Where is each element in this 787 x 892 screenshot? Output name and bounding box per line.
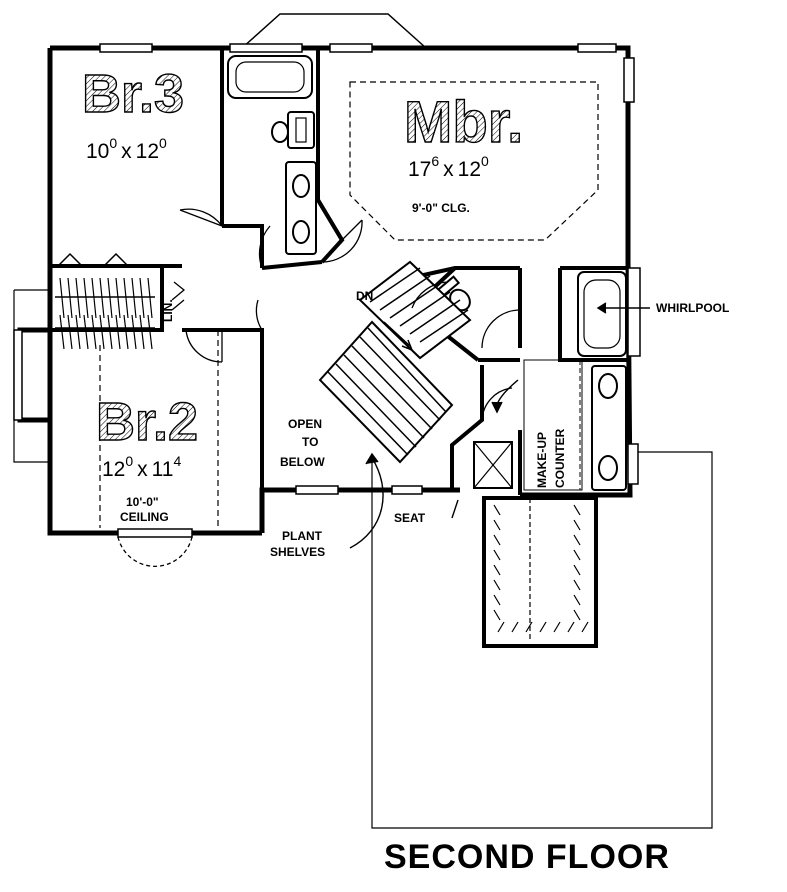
hall-bath-fixtures — [227, 55, 317, 255]
closets — [55, 252, 598, 648]
bay-window-br2 — [117, 536, 193, 567]
bay-window-top — [241, 13, 427, 49]
door-swings — [171, 208, 521, 421]
linen-label: LIN. — [161, 299, 175, 322]
open-label-2: TO — [302, 435, 318, 449]
seat-label: SEAT — [394, 511, 426, 525]
mbr-ceiling: 9'-0" CLG. — [412, 201, 470, 215]
windows — [13, 43, 641, 538]
makeup-counter-area — [473, 359, 583, 491]
open-label-3: BELOW — [280, 455, 325, 469]
plant-label-1: PLANT — [282, 529, 323, 543]
master-bath-fixtures — [436, 271, 627, 491]
whirlpool-label: WHIRLPOOL — [656, 301, 729, 315]
counter-label-2: COUNTER — [553, 428, 567, 488]
stairway — [318, 260, 472, 464]
leader-arrows — [349, 302, 650, 549]
br2-name: Br.2 — [96, 392, 198, 452]
br2-ceiling-line2: CEILING — [120, 510, 169, 524]
mbr-ceiling-outline — [349, 81, 599, 241]
br2-ceiling-line1: 10'-0" — [126, 495, 159, 509]
open-label-1: OPEN — [288, 417, 322, 431]
counter-label-1: MAKE-UP — [535, 432, 549, 488]
br3-name: Br.3 — [82, 64, 184, 124]
mbr-name: Mbr. — [404, 90, 523, 155]
plan-title: SECOND FLOOR — [384, 838, 670, 876]
plant-label-2: SHELVES — [270, 545, 325, 559]
down-label: DN — [356, 289, 373, 303]
